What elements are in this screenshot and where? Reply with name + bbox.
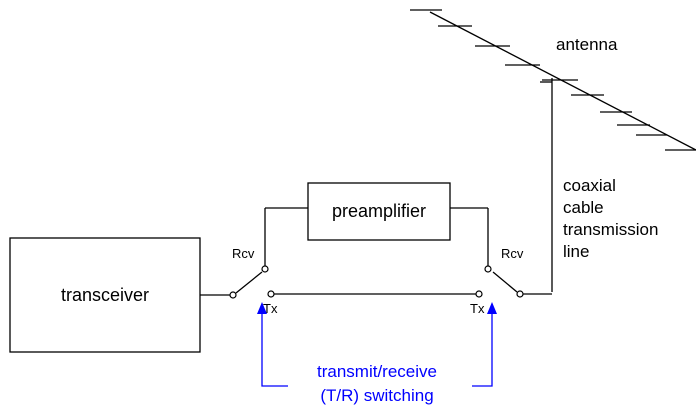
- coax-label-line3: transmission: [563, 220, 658, 239]
- switch-right-tx-contact: [475, 290, 483, 298]
- coax-label-line4: line: [563, 242, 589, 261]
- tr-label-line2: (T/R) switching: [320, 386, 433, 405]
- switch-right-common: [516, 290, 524, 298]
- tr-bracket-left: [261, 309, 288, 387]
- preamplifier-label: preamplifier: [332, 201, 426, 221]
- arrow-up-left-icon: [257, 302, 267, 314]
- coax-label-line1: coaxial: [563, 176, 616, 195]
- switch-contacts: [229, 265, 524, 299]
- rcv-left-label: Rcv: [232, 246, 255, 261]
- switch-left-tx-contact: [267, 290, 275, 298]
- antenna-boom: [429, 11, 696, 151]
- switch-left-blade: [235, 271, 263, 294]
- transceiver-box: [9, 237, 201, 353]
- rcv-right-label: Rcv: [501, 246, 524, 261]
- antenna-label: antenna: [556, 35, 618, 54]
- switch-left-common: [229, 291, 237, 299]
- switch-right-rcv-contact: [484, 265, 492, 273]
- tr-annotation-lines: [261, 309, 493, 387]
- coax-label-line2: cable: [563, 198, 604, 217]
- preamplifier-box: [307, 182, 451, 241]
- tr-bracket-right: [472, 309, 493, 387]
- switch-right-blade: [492, 271, 518, 293]
- wiring: [200, 207, 552, 296]
- antenna-symbol: [410, 9, 696, 292]
- switch-left-rcv-contact: [261, 265, 269, 273]
- tx-left-label: Tx: [263, 301, 278, 316]
- arrow-up-right-icon: [487, 302, 497, 314]
- tr-label-line1: transmit/receive: [317, 362, 437, 381]
- tx-right-label: Tx: [470, 301, 485, 316]
- tr-arrowheads: [257, 302, 497, 314]
- transceiver-label: transceiver: [61, 285, 149, 305]
